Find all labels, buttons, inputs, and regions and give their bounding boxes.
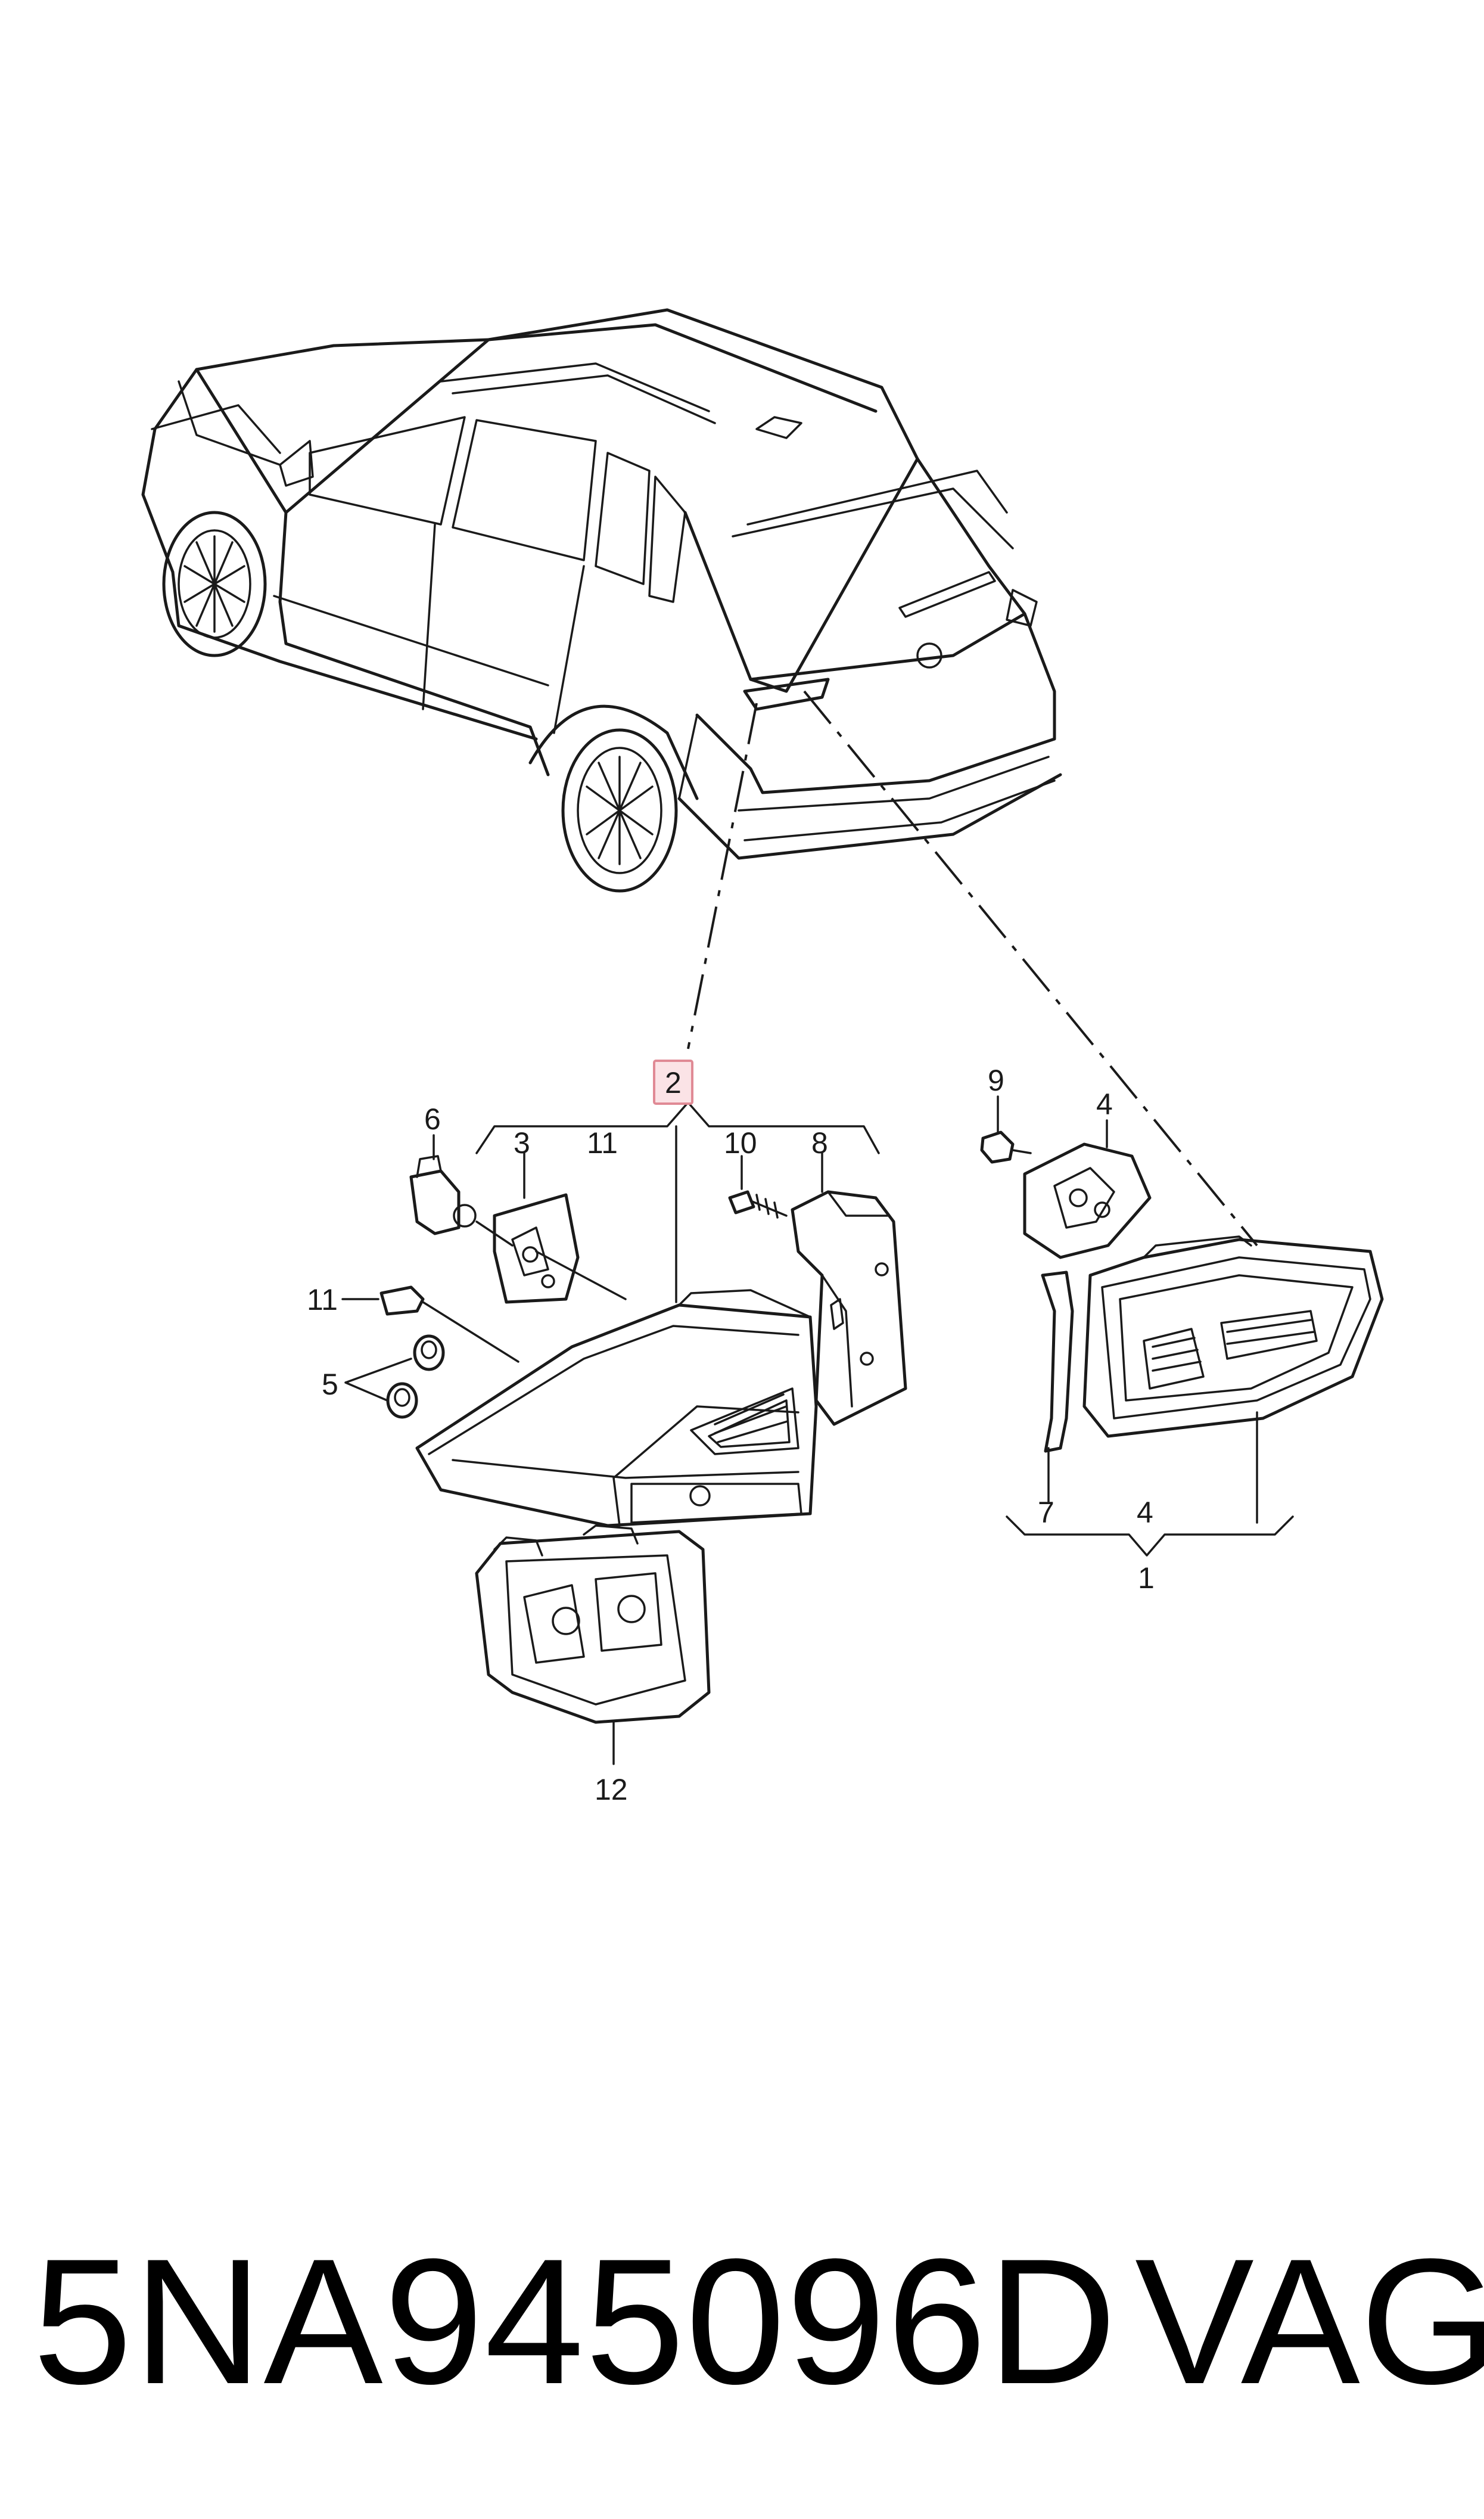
label-8: 8 [811, 1126, 828, 1160]
label-7: 7 [1038, 1496, 1054, 1529]
label-6: 6 [424, 1102, 441, 1136]
leader-line-inner-lamp [803, 690, 1258, 1247]
nut-5-upper[interactable] [413, 1334, 445, 1371]
leader-line-outer-lamp [687, 703, 758, 1049]
brand-name: VAG [1135, 2221, 1484, 2421]
label-11-side: 11 [307, 1283, 338, 1316]
seal-7[interactable] [1041, 1271, 1074, 1453]
inner-tail-lamp[interactable] [1082, 1238, 1384, 1438]
outer-tail-lamp-group [341, 1060, 907, 1765]
label-11-top: 11 [587, 1126, 618, 1160]
label-1: 1 [1138, 1561, 1155, 1595]
gasket-4[interactable] [1023, 1142, 1152, 1259]
bolt-10[interactable] [728, 1190, 755, 1215]
label-10: 10 [724, 1126, 757, 1160]
bulb-carrier-12[interactable] [475, 1530, 711, 1724]
bracket-8[interactable] [791, 1190, 907, 1426]
bulb-holder-6[interactable] [409, 1169, 461, 1235]
nut-9[interactable] [980, 1130, 1015, 1164]
callout-labels: 2 6 3 11 10 8 11 5 12 9 4 7 4 1 [307, 1064, 1155, 1806]
label-5: 5 [322, 1368, 338, 1401]
label-12: 12 [595, 1773, 628, 1806]
nut-5-lower[interactable] [386, 1382, 418, 1419]
label-2: 2 [665, 1066, 682, 1099]
part-number: 5NA945096D [33, 2221, 1118, 2421]
inner-tail-lamp-group [980, 1095, 1384, 1557]
label-9: 9 [988, 1064, 1004, 1097]
vehicle-illustration [141, 308, 1062, 893]
highlight-box-2 [653, 1060, 693, 1105]
label-3: 3 [514, 1126, 530, 1160]
parts-diagram: 2 6 3 11 10 8 11 5 12 9 4 7 4 1 [141, 308, 1384, 1806]
bulb-11[interactable] [379, 1285, 425, 1316]
label-4-top: 4 [1096, 1088, 1113, 1121]
label-4-bottom: 4 [1137, 1496, 1153, 1529]
outer-tail-lamp[interactable] [415, 1303, 818, 1527]
gasket-3[interactable] [493, 1193, 580, 1304]
